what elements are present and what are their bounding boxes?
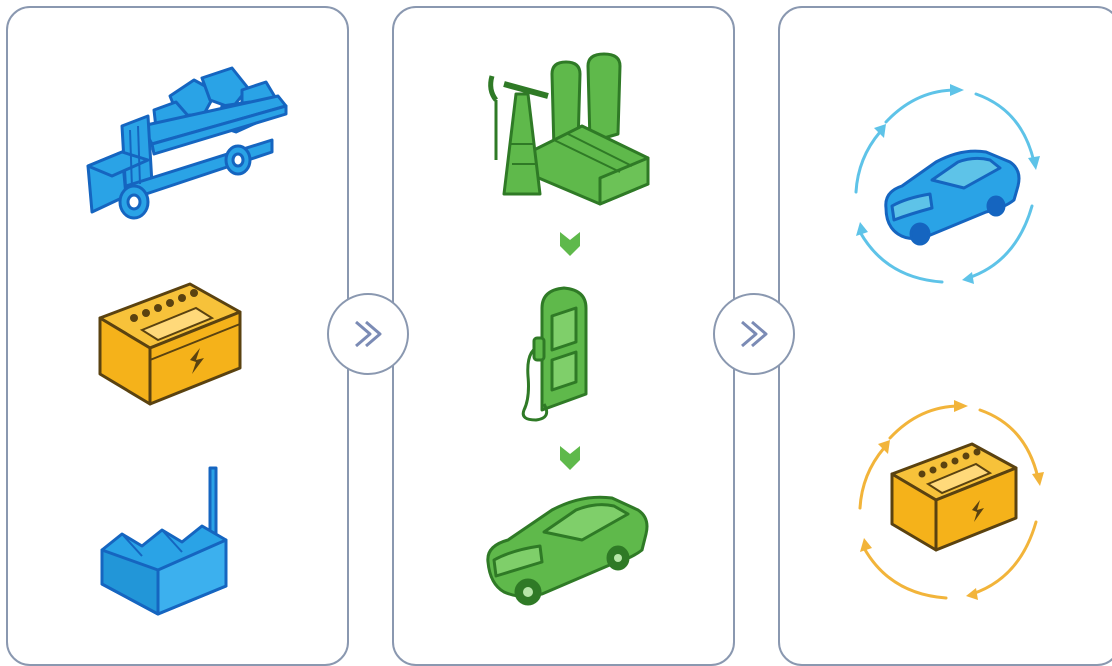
car-icon <box>482 488 652 608</box>
step-connector-2 <box>713 293 795 375</box>
battery-cycle-icon <box>850 398 1050 608</box>
factory-icon <box>98 466 238 616</box>
step-connector-1 <box>327 293 409 375</box>
battery-icon <box>94 278 244 410</box>
oil-pump-refinery-icon <box>482 54 652 204</box>
down-chevron-icon <box>558 230 582 258</box>
mining-truck-icon <box>82 56 292 226</box>
fuel-pump-icon <box>514 286 604 426</box>
chevron-right-icon <box>348 314 388 354</box>
panel-raw-materials <box>6 6 349 666</box>
chevron-right-icon <box>734 314 774 354</box>
car-cycle-icon <box>846 82 1046 292</box>
down-chevron-icon <box>558 444 582 472</box>
panel-recycling <box>778 6 1112 666</box>
panel-fuel-production <box>392 6 735 666</box>
